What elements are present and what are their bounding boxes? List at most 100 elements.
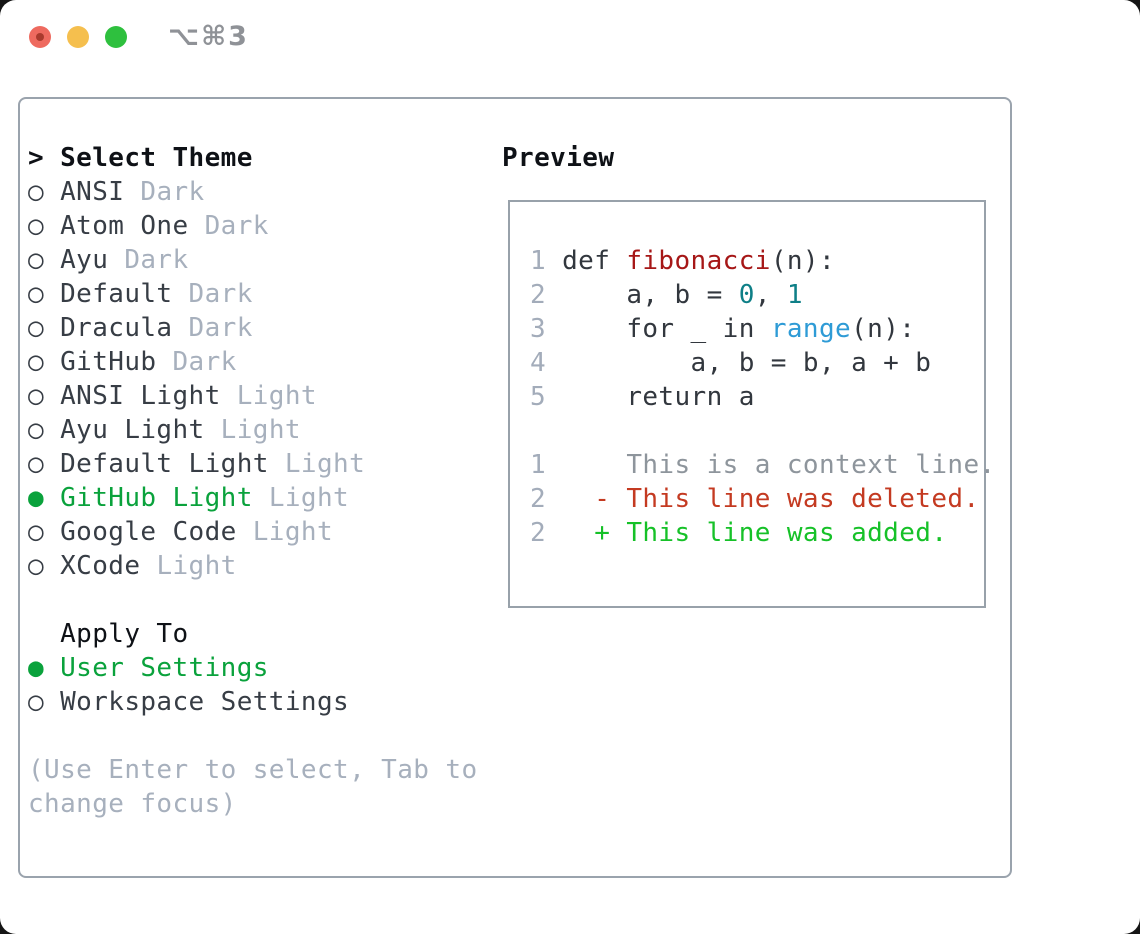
preview-line-7: 1 This is a context line. — [530, 448, 995, 482]
preview-line-3: 3 for _ in range(n): — [530, 312, 984, 346]
radio-icon: ○ — [28, 517, 61, 547]
apply-option-workspace-settings[interactable]: ○ Workspace Settings — [28, 685, 502, 719]
preview-line-4: 4 a, b = b, a + b — [530, 346, 984, 380]
theme-name-label: Atom One — [60, 211, 205, 241]
theme-option-github[interactable]: ○ GitHub Dark — [28, 345, 502, 379]
code-segment: a, b = b, a + b — [562, 348, 932, 378]
theme-option-dracula[interactable]: ○ Dracula Dark — [28, 311, 502, 345]
radio-icon: ○ — [28, 687, 61, 717]
theme-variant-label: Light — [236, 381, 317, 411]
radio-icon: ● — [28, 653, 61, 683]
close-dot-icon — [36, 33, 44, 41]
theme-variant-label: Dark — [188, 279, 253, 309]
select-theme-header: > Select Theme — [28, 141, 502, 175]
preview-line-9: 2 + This line was added. — [530, 516, 984, 550]
theme-option-ayu[interactable]: ○ Ayu Dark — [28, 243, 502, 277]
radio-icon: ○ — [28, 381, 61, 411]
preview-header: Preview — [502, 143, 615, 173]
caret-icon: > — [28, 143, 61, 173]
theme-picker-panel: > Select Theme ○ ANSI Dark○ Atom One Dar… — [18, 97, 1012, 878]
theme-variant-label: Light — [284, 449, 366, 479]
line-number: 2 — [530, 518, 563, 548]
preview-blank-line — [530, 414, 984, 448]
code-segment: + This line was added. — [562, 518, 948, 548]
theme-variant-label: Dark — [204, 211, 269, 241]
spacer — [28, 583, 502, 617]
code-segment: (n): — [851, 314, 916, 344]
code-segment: range — [770, 314, 852, 344]
radio-icon: ○ — [28, 449, 61, 479]
theme-list-section: > Select Theme ○ ANSI Dark○ Atom One Dar… — [28, 141, 502, 876]
code-segment: fibonacci — [626, 246, 771, 276]
hint-text-line1: (Use Enter to select, Tab to — [28, 755, 478, 785]
code-segment: for _ in — [562, 314, 771, 344]
apply-option-user-settings[interactable]: ● User Settings — [28, 651, 502, 685]
theme-option-ansi[interactable]: ○ ANSI Dark — [28, 175, 502, 209]
preview-section: Preview 1 def fibonacci(n):2 a, b = 0, 1… — [502, 141, 1010, 876]
preview-line-2: 2 a, b = 0, 1 — [530, 278, 984, 312]
code-segment: return a — [562, 382, 755, 412]
radio-icon: ○ — [28, 211, 61, 241]
preview-line-1: 1 def fibonacci(n): — [530, 244, 984, 278]
radio-icon: ○ — [28, 347, 61, 377]
theme-variant-label: Dark — [188, 313, 253, 343]
theme-option-google-code[interactable]: ○ Google Code Light — [28, 515, 502, 549]
radio-icon: ○ — [28, 313, 61, 343]
theme-name-label: Dracula — [60, 313, 189, 343]
theme-name-label: Default — [60, 279, 189, 309]
theme-option-default[interactable]: ○ Default Dark — [28, 277, 502, 311]
line-number — [530, 416, 562, 446]
preview-line-8: 2 - This line was deleted. — [530, 482, 984, 516]
spacer — [28, 719, 502, 753]
theme-name-label: Default Light — [60, 449, 285, 479]
titlebar: ⌥⌘3 — [29, 21, 249, 52]
radio-icon: ● — [28, 483, 61, 513]
apply-to-header: Apply To — [28, 617, 502, 651]
minimize-button[interactable] — [67, 26, 89, 48]
theme-option-atom-one[interactable]: ○ Atom One Dark — [28, 209, 502, 243]
hint-text-line2: change focus) — [28, 789, 237, 819]
radio-icon: ○ — [28, 415, 61, 445]
theme-variant-label: Light — [220, 415, 301, 445]
radio-icon: ○ — [28, 177, 61, 207]
theme-option-default-light[interactable]: ○ Default Light Light — [28, 447, 502, 481]
theme-variant-label: Light — [252, 517, 334, 547]
line-number: 5 — [530, 382, 563, 412]
theme-variant-label: Dark — [140, 177, 205, 207]
code-segment: (n): — [770, 246, 836, 276]
line-number: 4 — [530, 348, 563, 378]
theme-list: ○ ANSI Dark○ Atom One Dark○ Ayu Dark○ De… — [28, 175, 502, 583]
code-segment: 0 — [738, 280, 755, 310]
apply-to-options: ● User Settings○ Workspace Settings — [28, 651, 502, 719]
theme-option-github-light[interactable]: ● GitHub Light Light — [28, 481, 502, 515]
close-button[interactable] — [29, 26, 51, 48]
maximize-button[interactable] — [105, 26, 127, 48]
apply-option-label: Workspace Settings — [60, 687, 350, 717]
code-segment: - This line was deleted. — [562, 484, 980, 514]
theme-variant-label: Light — [156, 551, 237, 581]
code-segment: a, b = — [562, 280, 739, 310]
theme-option-ansi-light[interactable]: ○ ANSI Light Light — [28, 379, 502, 413]
theme-name-label: XCode — [60, 551, 157, 581]
apply-option-label: User Settings — [60, 653, 269, 683]
window-title: ⌥⌘3 — [168, 21, 249, 52]
theme-name-label: Ayu Light — [60, 415, 221, 445]
theme-name-label: GitHub Light — [60, 483, 269, 513]
line-number: 2 — [530, 484, 563, 514]
code-segment: This is a context line. — [562, 450, 996, 480]
apply-to-indent — [28, 619, 60, 649]
radio-icon: ○ — [28, 551, 61, 581]
theme-name-label: ANSI Light — [60, 381, 237, 411]
theme-option-xcode[interactable]: ○ XCode Light — [28, 549, 502, 583]
code-segment: 1 — [786, 280, 803, 310]
line-number: 2 — [530, 280, 563, 310]
preview-line-5: 5 return a — [530, 380, 984, 414]
theme-variant-label: Light — [268, 483, 350, 513]
theme-option-ayu-light[interactable]: ○ Ayu Light Light — [28, 413, 502, 447]
select-theme-header-label: Select Theme — [60, 143, 253, 173]
code-segment: def — [562, 246, 627, 276]
theme-name-label: Google Code — [60, 517, 253, 547]
line-number: 1 — [530, 246, 563, 276]
